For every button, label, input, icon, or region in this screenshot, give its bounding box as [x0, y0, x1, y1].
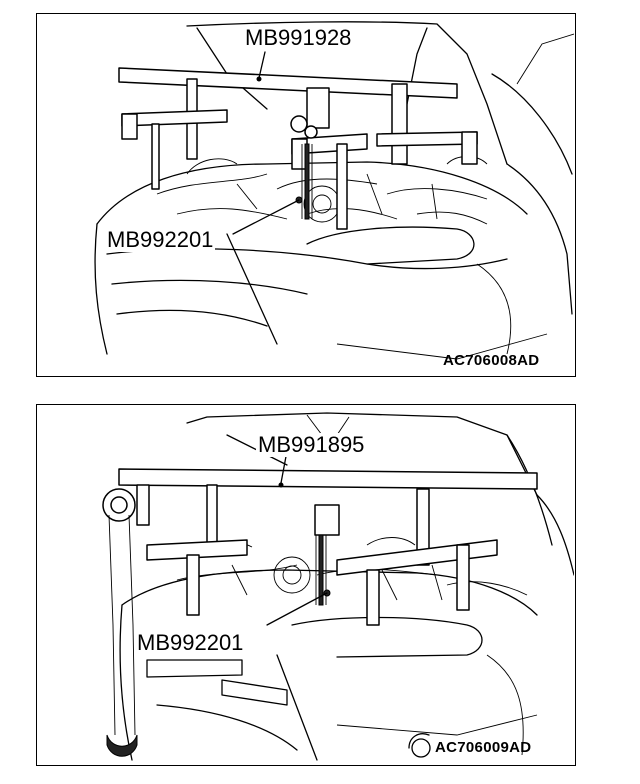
- figure-panel-top: MB991928 MB992201 AC706008AD: [36, 13, 576, 377]
- engine-support-illustration-top: [94, 21, 574, 360]
- figure-id: AC706008AD: [443, 352, 540, 369]
- callout-support-tool: MB991928: [243, 25, 354, 50]
- engine-support-illustration-bottom: [102, 412, 574, 761]
- figure-id: AC706009AD: [435, 739, 532, 756]
- figure-panel-bottom: MB991895 MB992201 AC706009AD: [36, 404, 576, 766]
- callout-lifting-tool: MB992201: [135, 630, 246, 655]
- callout-lifting-tool: MB992201: [105, 227, 216, 252]
- callout-support-tool: MB991895: [256, 432, 367, 457]
